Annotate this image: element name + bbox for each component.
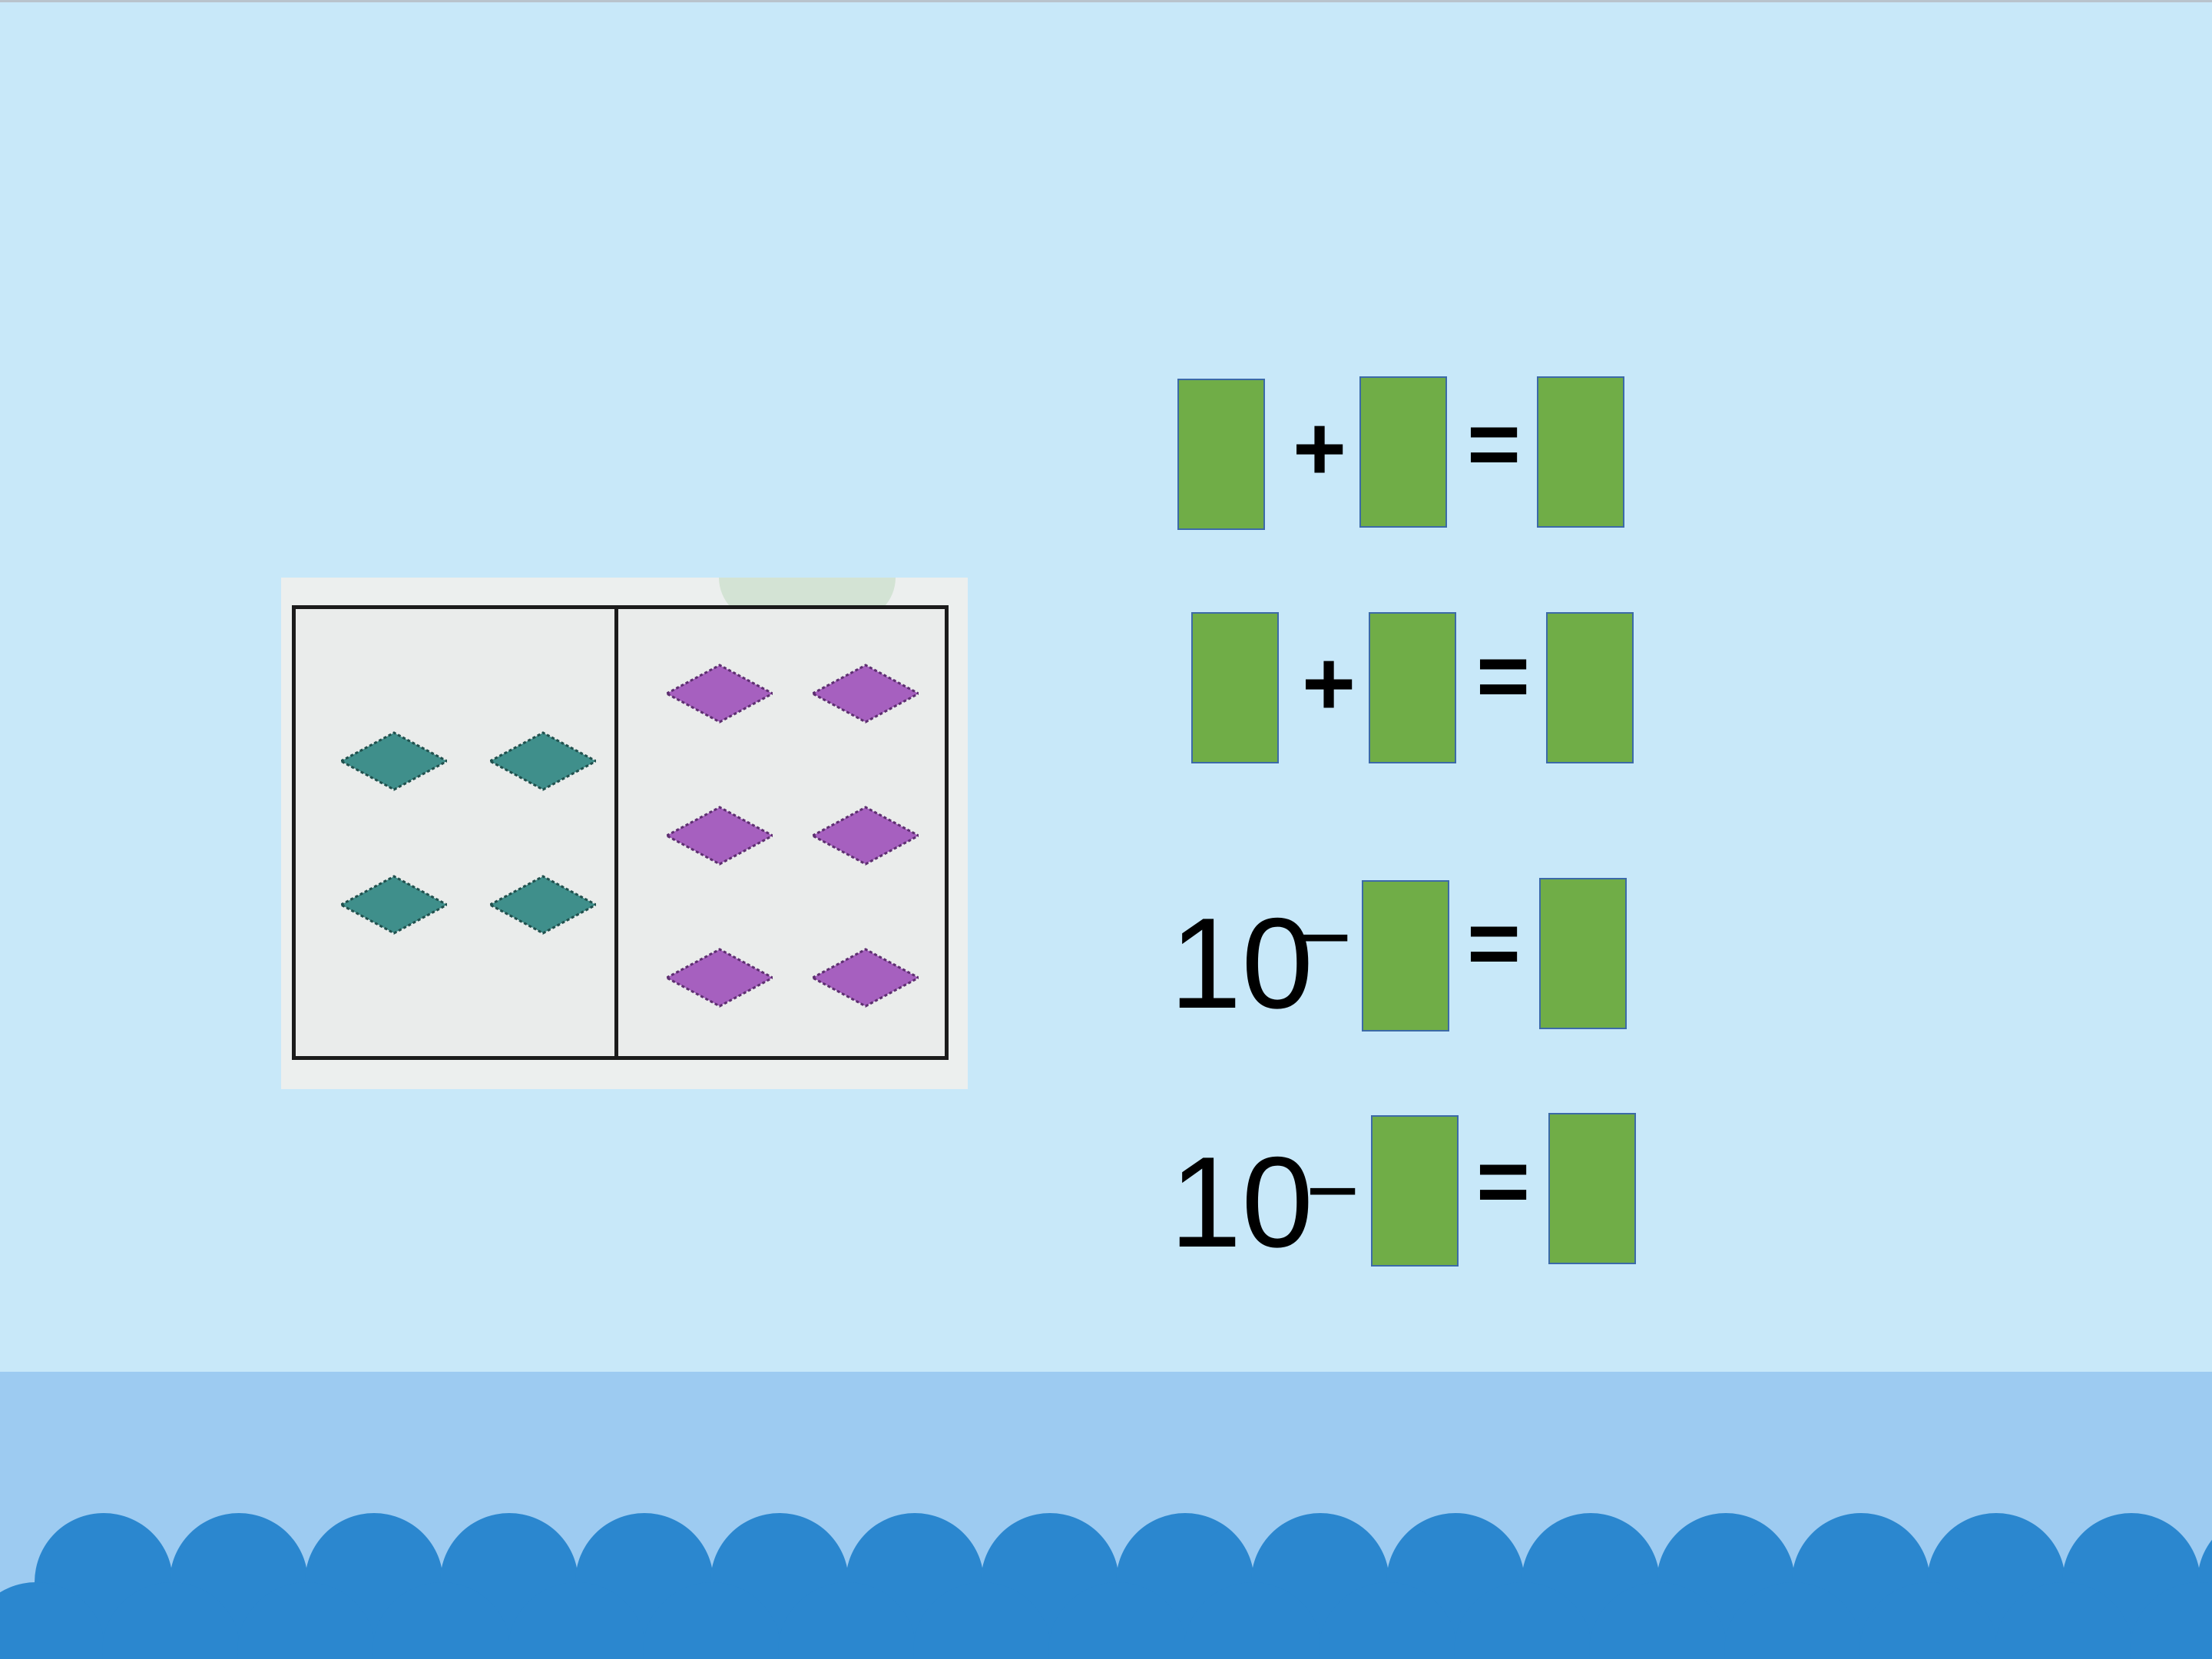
answer-box[interactable] <box>1548 1113 1636 1264</box>
answer-box[interactable] <box>1359 376 1447 528</box>
purple-diamond <box>667 806 773 866</box>
wave-scallop <box>237 1582 376 1659</box>
wave-scallop <box>1859 1582 1998 1659</box>
wave-scallop <box>102 1582 240 1659</box>
purple-diamond <box>667 948 773 1008</box>
wave-scallop <box>1184 1582 1322 1659</box>
answer-box[interactable] <box>1177 379 1265 530</box>
wave-scallop <box>643 1582 781 1659</box>
teal-diamond <box>341 731 447 791</box>
teal-diamond <box>490 875 596 935</box>
equals-sign: = <box>1467 892 1522 995</box>
wave-scallop <box>1048 1582 1187 1659</box>
answer-box[interactable] <box>1539 878 1627 1029</box>
answer-box[interactable] <box>1369 612 1456 763</box>
wave-scallop <box>913 1582 1051 1659</box>
equals-sign: = <box>1467 392 1522 495</box>
wave-scallop <box>1724 1582 1863 1659</box>
answer-box[interactable] <box>1537 376 1624 528</box>
purple-diamond <box>813 948 919 1008</box>
answer-box[interactable] <box>1546 612 1634 763</box>
plus-sign: + <box>1302 632 1356 735</box>
wave-scallop <box>1454 1582 1592 1659</box>
wave-scallop <box>1589 1582 1727 1659</box>
answer-box[interactable] <box>1191 612 1279 763</box>
minus-sign: − <box>1298 886 1353 988</box>
wave-scallop <box>373 1582 511 1659</box>
wave-scallop <box>2130 1582 2212 1659</box>
teal-diamond <box>341 875 447 935</box>
wave-decoration <box>0 1513 2212 1659</box>
equals-sign: = <box>1476 1130 1531 1233</box>
diamond-picture <box>281 578 968 1089</box>
answer-box[interactable] <box>1371 1115 1459 1267</box>
purple-diamond <box>813 664 919 724</box>
wave-scallop <box>508 1582 646 1659</box>
wave-scallop <box>0 1582 105 1659</box>
minuend-number: 10 <box>1170 891 1313 1035</box>
answer-box[interactable] <box>1362 880 1449 1031</box>
plus-sign: + <box>1293 397 1347 500</box>
wave-scallop <box>778 1582 916 1659</box>
wave-scallop <box>1995 1582 2133 1659</box>
top-border-line <box>0 0 2212 2</box>
wave-scallop <box>1319 1582 1457 1659</box>
equals-sign: = <box>1476 624 1531 727</box>
picture-divider <box>614 605 618 1060</box>
minus-sign: − <box>1306 1139 1360 1242</box>
teal-diamond <box>490 731 596 791</box>
purple-diamond <box>667 664 773 724</box>
minuend-number: 10 <box>1170 1130 1313 1274</box>
purple-diamond <box>813 806 919 866</box>
